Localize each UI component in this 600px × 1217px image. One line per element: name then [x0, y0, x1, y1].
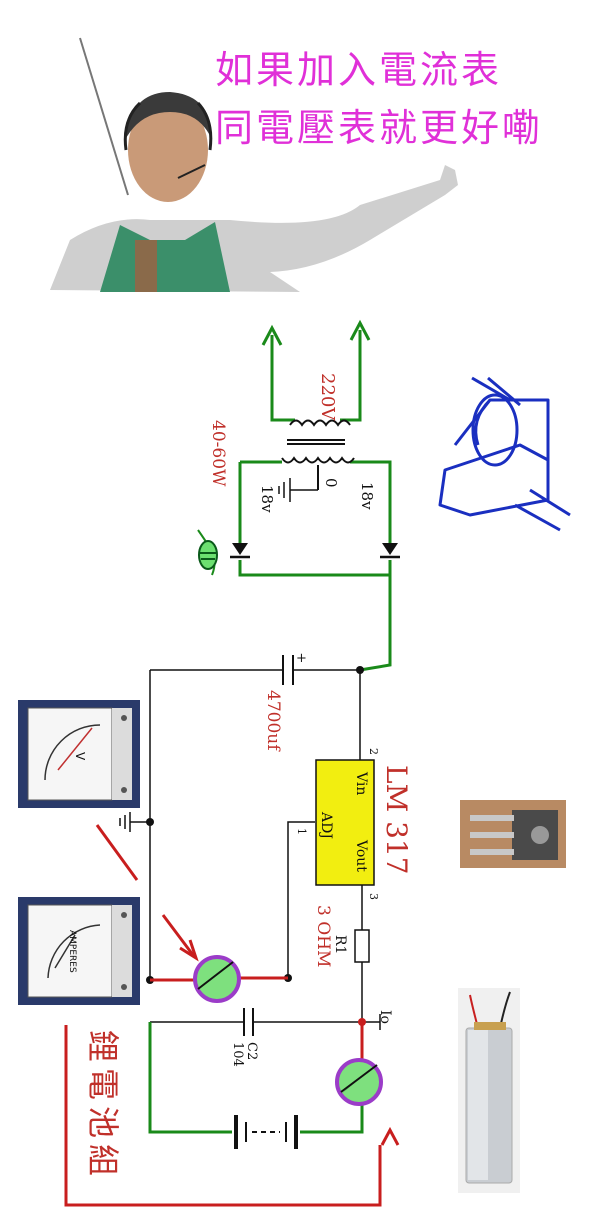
caption-line-1: 如果加入電流表 [215, 48, 503, 92]
secondary-coil [281, 456, 355, 464]
pin-vin-label: Vin [353, 771, 369, 795]
capacitor-c2 [243, 1008, 254, 1036]
ac-arrow-right [349, 319, 371, 341]
ammeter-unit: AMPERES [67, 930, 77, 973]
lm317-ic [315, 759, 375, 886]
radio-device [135, 240, 157, 292]
ac-voltage-label: 220V [317, 373, 338, 421]
ac-wire-right [340, 330, 362, 422]
left-tap-label: 18v [258, 485, 276, 513]
io-label: Io [377, 1010, 393, 1024]
ac-arrow-left [261, 324, 283, 346]
power-rating-label: 40-60W [208, 420, 228, 487]
ammeter-symbol-1 [193, 955, 241, 1003]
dc-output-wire [359, 560, 392, 672]
pin-vout-label: Vout [353, 839, 369, 872]
person-hair [125, 92, 212, 140]
ic-name-label: LM 317 [380, 765, 413, 875]
caption-line-2: 同電壓表就更好嘞 [215, 106, 544, 150]
center-tap-label: 0 [322, 478, 340, 488]
transformer-sketch-icon [438, 376, 571, 532]
pin-adj-label: ADJ [318, 811, 334, 839]
capacitor-label: 4700uf [263, 690, 283, 752]
pin-3-label: 3 [367, 893, 380, 900]
diode-right [380, 543, 400, 559]
voltmeter-unit: V [73, 752, 87, 761]
battery-pack-label: 鋰電池組 [84, 1030, 122, 1182]
battery-cells [234, 1115, 298, 1149]
loop-arrow [380, 1126, 400, 1146]
ac-wire-left [270, 335, 295, 422]
voltmeter-photo: V [18, 700, 140, 808]
ammeter-photo: AMPERES [18, 897, 140, 1005]
capacitor-4700uf [282, 655, 294, 685]
rectifier-join [238, 560, 390, 577]
battery-loop [148, 1022, 364, 1134]
headset-mic [177, 164, 206, 179]
secondary-wire-right [350, 460, 392, 545]
resistor-value-label: 3 OHM [313, 905, 333, 967]
transformer-core [278, 419, 355, 502]
pin-1-label: 1 [295, 828, 308, 835]
antenna [79, 37, 129, 196]
capacitor-plus-sign: + [296, 651, 307, 666]
meter-lead-loop [64, 1025, 382, 1207]
person-face [128, 98, 208, 202]
right-tap-label: 18v [358, 482, 376, 510]
ammeter-symbol-2 [335, 1058, 383, 1106]
voltmeter-pointer-line [95, 824, 139, 881]
resistor-r1 [354, 929, 370, 963]
c2-name-label: C2 [244, 1042, 259, 1060]
ammeter-pointer-arrow [179, 939, 199, 962]
ammeter-pointer-line [161, 914, 195, 956]
person-vest [100, 222, 230, 292]
transformer-section [238, 319, 392, 672]
ground-node [146, 818, 154, 826]
person-photo [50, 37, 458, 292]
lithium-battery-photo [458, 988, 520, 1193]
vin-node [356, 666, 364, 674]
fuse-icon [197, 529, 218, 576]
pin-2-label: 2 [367, 748, 380, 755]
lm317-photo [460, 800, 566, 868]
primary-coil [289, 419, 351, 427]
diode-left [230, 543, 250, 559]
headset [123, 101, 213, 151]
c2-value-label: 104 [230, 1042, 245, 1067]
red-wires [64, 824, 400, 1207]
adj-wire [287, 821, 315, 880]
resistor-name-label: R1 [332, 935, 348, 954]
